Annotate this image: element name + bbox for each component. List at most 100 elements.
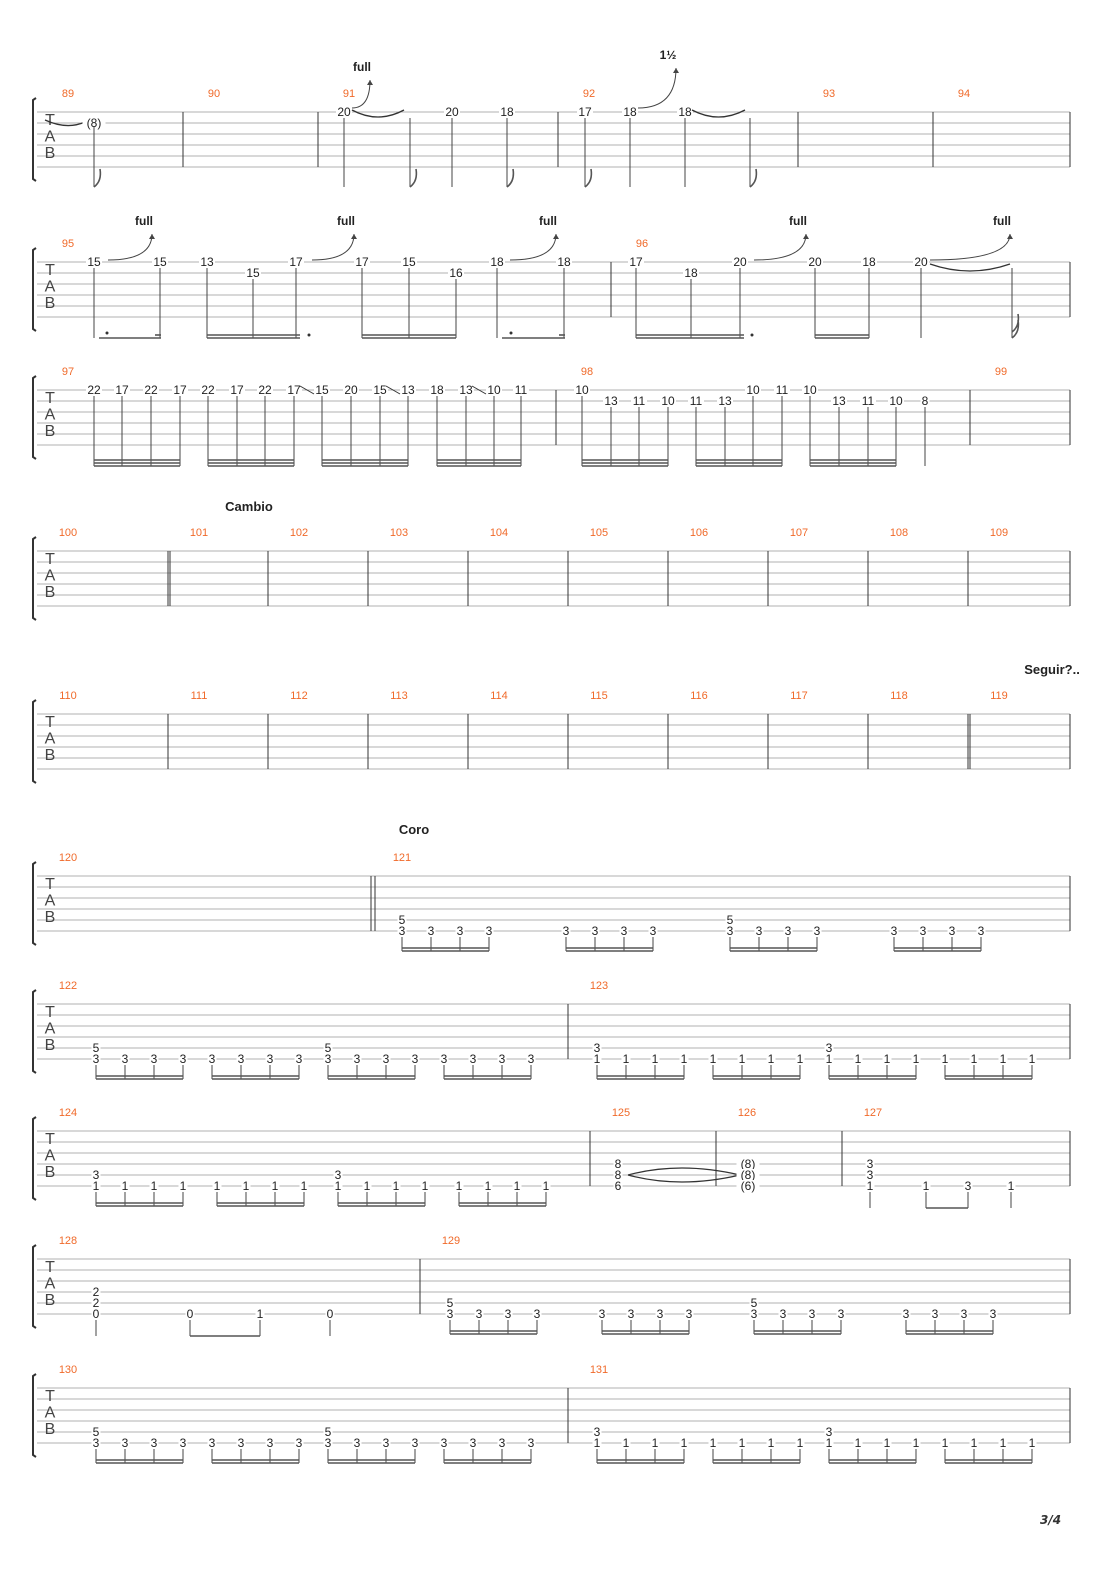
note-knockout [725,925,735,936]
fret-number: 3 [814,924,821,938]
fret-number: 13 [200,255,214,269]
note-flag [749,168,758,188]
note-knockout [613,1169,623,1180]
note-knockout [91,1053,101,1064]
note-knockout [397,925,407,936]
fret-number: 3 [920,924,927,938]
fret-number: 3 [686,1307,693,1321]
note-knockout [766,1437,776,1448]
fret-number: 8 [615,1157,622,1171]
note-knockout [824,1437,834,1448]
note-knockout [1027,1053,1037,1064]
system-bracket [32,97,37,182]
fret-number: 3 [826,1041,833,1055]
note-knockout [621,1053,631,1064]
measure-number: 125 [612,1107,630,1119]
fret-number: 15 [87,255,101,269]
fret-number: 1 [594,1436,601,1450]
fret-number: 3 [826,1425,833,1439]
note-knockout [911,1053,921,1064]
fret-number: 1 [1029,1436,1036,1450]
note-knockout [255,1308,265,1319]
note-knockout [445,1308,455,1319]
note-knockout [613,1158,623,1169]
fret-number: 3 [780,1307,787,1321]
fret-number: 1 [393,1179,400,1193]
tab-clef-letter: B [45,584,56,601]
note-knockout [541,1180,551,1191]
note-knockout [410,1437,420,1448]
fret-number: 18 [678,105,692,119]
measure-number: 111 [191,690,208,702]
note-knockout [732,256,748,267]
fret-number: 3 [528,1436,535,1450]
fret-number: 3 [961,1307,968,1321]
measure-number: 124 [59,1107,77,1119]
note-knockout [91,1437,101,1448]
fret-number: 3 [325,1436,332,1450]
note-knockout [574,384,590,395]
fret-number: 10 [487,383,501,397]
note-knockout [294,1437,304,1448]
note-knockout [853,1437,863,1448]
fret-number: 17 [115,383,129,397]
note-knockout [969,1437,979,1448]
note-knockout [988,1308,998,1319]
note-flag [584,168,593,188]
note-knockout [963,1180,973,1191]
fret-number: 13 [604,394,618,408]
note-knockout [622,106,638,117]
fret-number: 0 [327,1307,334,1321]
note-knockout [725,914,735,925]
note-knockout [592,1042,602,1053]
slide [385,385,401,395]
fret-number: 20 [344,383,358,397]
system-bracket [32,536,37,621]
fret-number: 3 [621,924,628,938]
fret-number: (8) [741,1157,756,1171]
note-knockout [245,267,261,278]
fret-number: 13 [459,383,473,397]
section-label: Cambio [225,499,273,514]
fret-number: 3 [267,1436,274,1450]
note-knockout [901,1308,911,1319]
fret-number: 8 [615,1168,622,1182]
note-knockout [323,1437,333,1448]
note-knockout [114,384,130,395]
fret-number: 3 [594,1041,601,1055]
fret-number: 1 [335,1179,342,1193]
fret-number: 3 [932,1307,939,1321]
tab-clef-letter: T [45,1259,55,1276]
fret-number: 1 [797,1436,804,1450]
fret-number: 20 [337,105,351,119]
bend-curve [107,233,153,261]
fret-number: 3 [528,1052,535,1066]
measure-number: 92 [583,88,595,100]
fret-number: 1 [681,1052,688,1066]
fret-number: 3 [727,924,734,938]
fret-number: 3 [383,1436,390,1450]
fret-number: 1 [364,1179,371,1193]
note-knockout [149,1053,159,1064]
fret-number: 3 [891,924,898,938]
bend-curve [509,233,557,261]
fret-number: 1 [739,1436,746,1450]
system-bracket [32,1373,37,1458]
note-knockout [717,395,733,406]
note-knockout [512,1180,522,1191]
fret-number: 3 [325,1052,332,1066]
fret-number: 1 [257,1307,264,1321]
note-knockout [754,925,764,936]
fret-number: 3 [151,1436,158,1450]
note-knockout [947,925,957,936]
fret-number: 0 [187,1307,194,1321]
note-knockout [397,914,407,925]
fret-number: 5 [325,1425,332,1439]
note-knockout [526,1437,536,1448]
measure-number: 95 [62,238,74,250]
note-knockout [976,925,986,936]
